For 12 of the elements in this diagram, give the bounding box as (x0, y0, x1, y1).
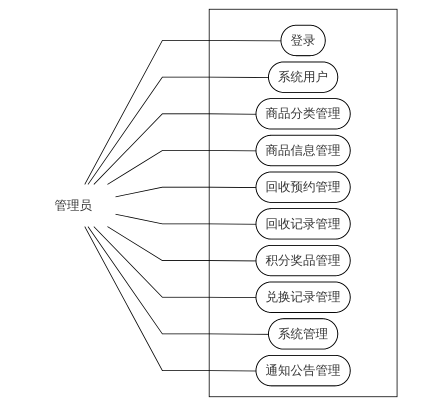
connector (84, 226, 257, 371)
connector (84, 40, 282, 184)
connector (87, 226, 270, 334)
cluster (208, 8, 398, 397)
connector (106, 226, 257, 261)
node-text: 管理员 (54, 197, 92, 212)
connector (106, 150, 257, 184)
connector (115, 213, 257, 224)
connector (115, 186, 257, 197)
connector (93, 226, 257, 298)
connector (93, 112, 257, 184)
connector (87, 76, 270, 184)
